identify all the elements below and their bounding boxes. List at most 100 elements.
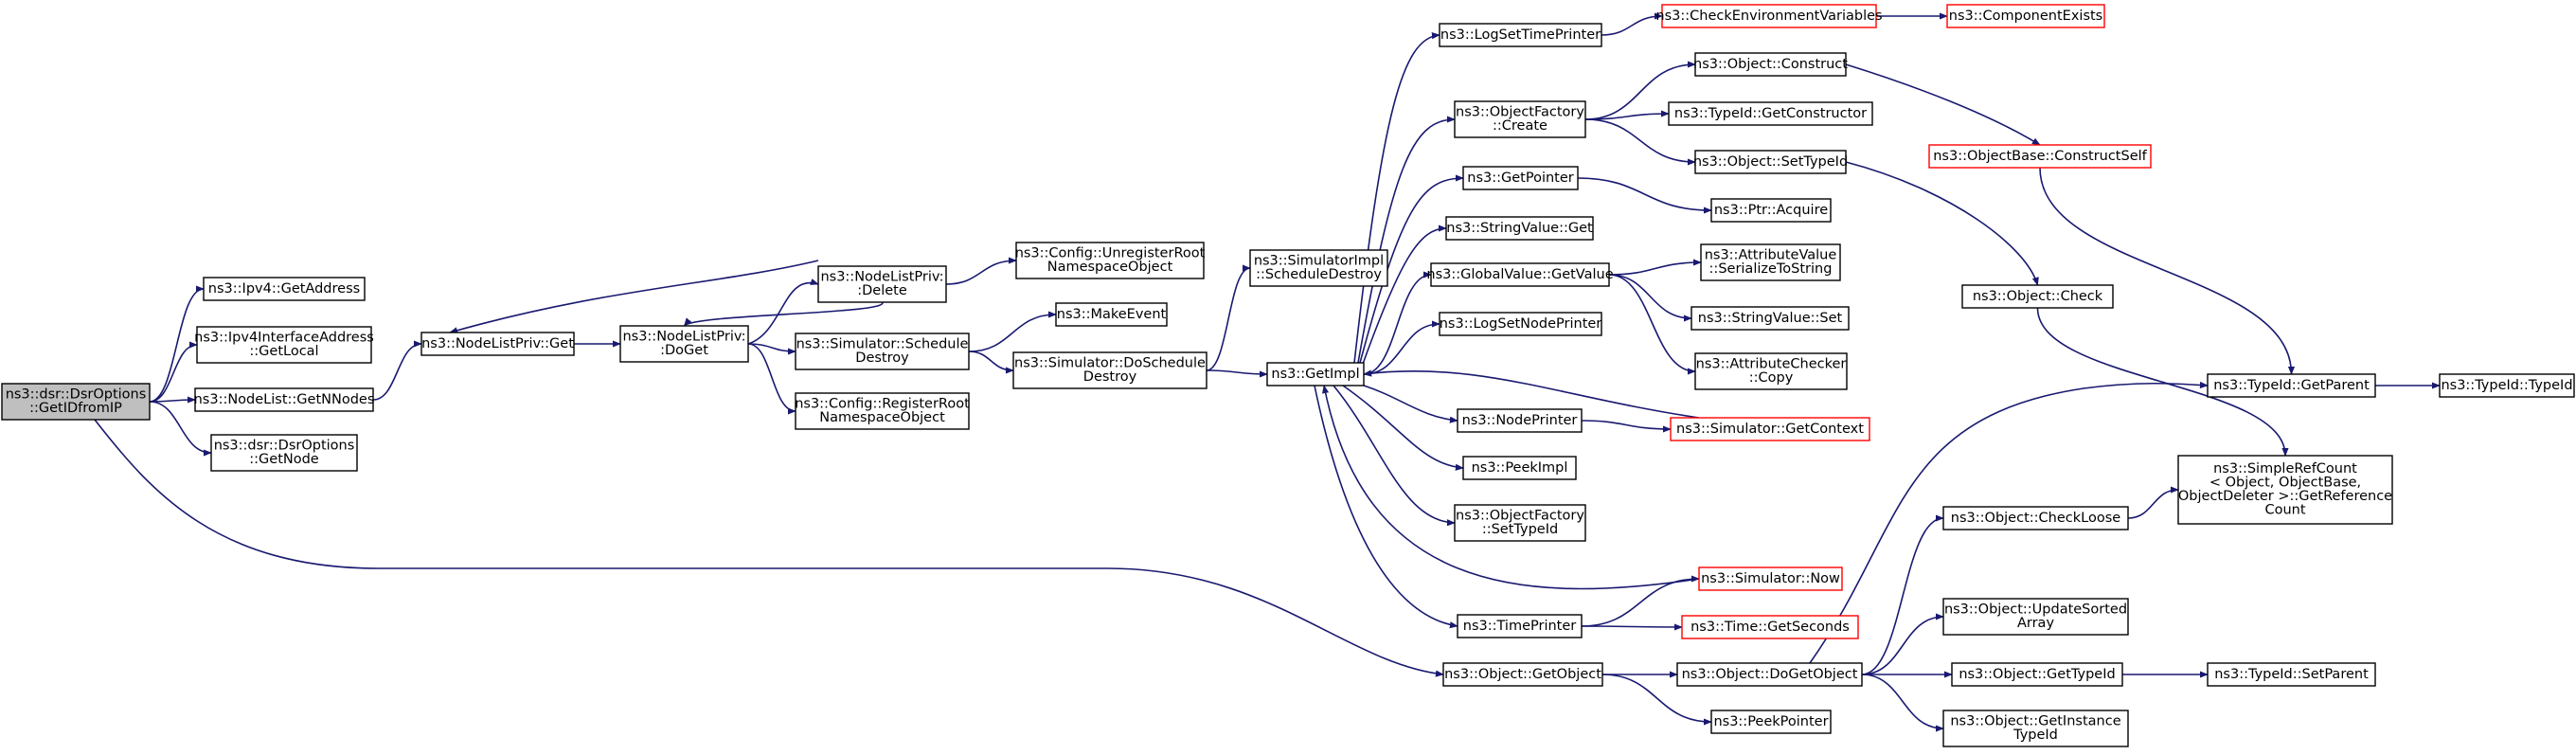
function-node-box[interactable]: [1015, 242, 1205, 279]
function-node-box[interactable]: [2207, 662, 2376, 687]
function-node-object-dogetobject[interactable]: ns3::Object::DoGetObject: [1676, 662, 1863, 687]
function-node-ptr-acquire[interactable]: ns3::Ptr::Acquire: [1710, 198, 1832, 223]
function-node-getpointer[interactable]: ns3::GetPointer: [1462, 166, 1579, 190]
function-node-box[interactable]: [1676, 662, 1863, 687]
function-node-box[interactable]: [1710, 198, 1832, 223]
function-node-sim-now[interactable]: ns3::Simulator::Now: [1698, 566, 1843, 591]
function-node-peekpointer[interactable]: ns3::PeekPointer: [1710, 710, 1832, 734]
function-node-sim-scheduledestroy[interactable]: ns3::Simulator::ScheduleDestroy: [795, 333, 970, 370]
function-node-object-checkloose[interactable]: ns3::Object::CheckLoose: [1942, 506, 2129, 530]
function-node-box[interactable]: [203, 277, 366, 301]
function-node-simplerefcount-getrefcount[interactable]: ns3::SimpleRefCount< Object, ObjectBase,…: [2177, 455, 2393, 525]
function-node-box[interactable]: [1457, 614, 1583, 638]
function-node-object-gettypeid[interactable]: ns3::Object::GetTypeId: [1951, 662, 2123, 687]
function-node-box[interactable]: [795, 333, 970, 370]
function-node-objectfactory-settypeid[interactable]: ns3::ObjectFactory::SetTypeId: [1454, 504, 1586, 542]
function-node-typeid-setparent[interactable]: ns3::TypeId::SetParent: [2207, 662, 2376, 687]
function-node-box[interactable]: [1445, 216, 1594, 241]
function-node-simimpl-scheduledestroy[interactable]: ns3::SimulatorImpl::ScheduleDestroy: [1249, 249, 1388, 287]
function-node-box[interactable]: [1266, 362, 1365, 386]
function-node-box[interactable]: [1942, 710, 2129, 747]
function-node-box[interactable]: [1698, 566, 1843, 591]
function-node-box[interactable]: [1694, 52, 1847, 77]
function-node-typeid-typeid[interactable]: ns3::TypeId::TypeId: [2439, 373, 2575, 398]
function-node-timeprinter[interactable]: ns3::TimePrinter: [1457, 614, 1583, 638]
function-node-box[interactable]: [1942, 598, 2129, 636]
function-node-getimpl[interactable]: ns3::GetImpl: [1266, 362, 1365, 386]
function-node-objectbase-constructself[interactable]: ns3::ObjectBase::ConstructSelf: [1928, 144, 2152, 169]
function-node-nodeprinter[interactable]: ns3::NodePrinter: [1457, 408, 1583, 433]
function-node-sim-getcontext[interactable]: ns3::Simulator::GetContext: [1670, 417, 1870, 441]
function-node-config-unregisterroot[interactable]: ns3::Config::UnregisterRootNamespaceObje…: [1015, 242, 1206, 279]
function-node-box[interactable]: [1668, 101, 1873, 126]
function-node-box[interactable]: [1462, 456, 1577, 480]
function-node-box[interactable]: [1681, 615, 1859, 639]
function-node-box[interactable]: [196, 326, 372, 364]
function-node-box[interactable]: [1961, 284, 2114, 309]
function-node-nodelist-getnnodes[interactable]: ns3::NodeList::GetNNodes: [194, 387, 375, 412]
function-node-makeevent[interactable]: ns3::MakeEvent: [1055, 302, 1168, 327]
function-node-box[interactable]: [1430, 262, 1610, 287]
function-node-box[interactable]: [1670, 417, 1870, 441]
function-node-box[interactable]: [1454, 100, 1586, 138]
function-node-stringvalue-set[interactable]: ns3::StringValue::Set: [1690, 306, 1850, 331]
function-node-box[interactable]: [1012, 351, 1208, 389]
function-node-box[interactable]: [1439, 23, 1602, 47]
function-node-box[interactable]: [1454, 504, 1586, 542]
function-node-box[interactable]: [1249, 249, 1388, 287]
function-node-box[interactable]: [1951, 662, 2123, 687]
function-node-box[interactable]: [1694, 352, 1848, 390]
function-node-typeid-getconstructor[interactable]: ns3::TypeId::GetConstructor: [1668, 101, 1873, 126]
function-node-time-getseconds[interactable]: ns3::Time::GetSeconds: [1681, 615, 1859, 639]
function-node-box[interactable]: [2207, 373, 2376, 398]
function-node-box[interactable]: [1457, 408, 1583, 433]
function-node-box[interactable]: [1928, 144, 2152, 169]
function-node-box[interactable]: [1710, 710, 1832, 734]
function-node-box[interactable]: [1055, 302, 1168, 327]
function-node-componentexists[interactable]: ns3::ComponentExists: [1946, 4, 2105, 28]
function-node-box[interactable]: [795, 392, 970, 430]
function-node-box[interactable]: [619, 325, 749, 363]
function-node-logsettimeprinter[interactable]: ns3::LogSetTimePrinter: [1439, 23, 1602, 47]
function-node-object-getobject[interactable]: ns3::Object::GetObject: [1442, 662, 1603, 687]
function-node-box[interactable]: [194, 387, 374, 412]
function-node-attrvalue-serialize[interactable]: ns3::AttributeValue::SerializeToString: [1700, 243, 1841, 281]
function-node-stringvalue-get[interactable]: ns3::StringValue::Get: [1445, 216, 1594, 241]
function-node-box[interactable]: [420, 332, 575, 356]
function-node-box[interactable]: [1661, 4, 1877, 28]
function-node-box[interactable]: [1439, 312, 1602, 336]
function-node-box[interactable]: [1700, 243, 1841, 281]
function-node-object-settypeid[interactable]: ns3::Object::SetTypeId: [1693, 150, 1848, 174]
function-node-box[interactable]: [1694, 150, 1847, 174]
function-node-box[interactable]: [1946, 4, 2105, 28]
function-node-logsetnodeprinter[interactable]: ns3::LogSetNodePrinter: [1439, 312, 1602, 336]
function-node-typeid-getparent[interactable]: ns3::TypeId::GetParent: [2207, 373, 2376, 398]
function-node-box[interactable]: [1442, 662, 1603, 687]
function-node-ipv4-getaddress[interactable]: ns3::Ipv4::GetAddress: [203, 277, 366, 301]
function-node-box[interactable]: [2439, 373, 2575, 398]
function-node-box[interactable]: [817, 265, 947, 303]
function-node-ipv4if-getlocal[interactable]: ns3::Ipv4InterfaceAddress::GetLocal: [194, 326, 374, 364]
function-node-box[interactable]: [2177, 455, 2393, 525]
function-node-box[interactable]: [1462, 166, 1579, 190]
function-node-nodelistpriv-doget[interactable]: ns3::NodeListPriv::DoGet: [619, 325, 749, 363]
function-node-box[interactable]: [1690, 306, 1850, 331]
function-node-object-construct[interactable]: ns3::Object::Construct: [1693, 52, 1848, 77]
function-node-nodelistpriv-get[interactable]: ns3::NodeListPriv::Get: [420, 332, 575, 356]
function-node-attrchecker-copy[interactable]: ns3::AttributeChecker::Copy: [1694, 352, 1848, 390]
function-node-box[interactable]: [210, 434, 358, 472]
function-node-objectfactory-create[interactable]: ns3::ObjectFactory::Create: [1454, 100, 1586, 138]
function-node-box[interactable]: [1, 383, 151, 421]
function-node-object-check[interactable]: ns3::Object::Check: [1961, 284, 2114, 309]
function-node-peekimpl[interactable]: ns3::PeekImpl: [1462, 456, 1577, 480]
function-node-nodelistpriv-delete[interactable]: ns3::NodeListPriv::Delete: [817, 265, 947, 303]
function-node-checkenvvars[interactable]: ns3::CheckEnvironmentVariables: [1655, 4, 1883, 28]
function-node-box[interactable]: [1942, 506, 2129, 530]
function-node-dsroptions-getnode[interactable]: ns3::dsr::DsrOptions::GetNode: [210, 434, 358, 472]
function-node-getidfromip[interactable]: ns3::dsr::DsrOptions::GetIDfromIP: [1, 383, 151, 421]
function-node-globalvalue-getvalue[interactable]: ns3::GlobalValue::GetValue: [1426, 262, 1614, 287]
